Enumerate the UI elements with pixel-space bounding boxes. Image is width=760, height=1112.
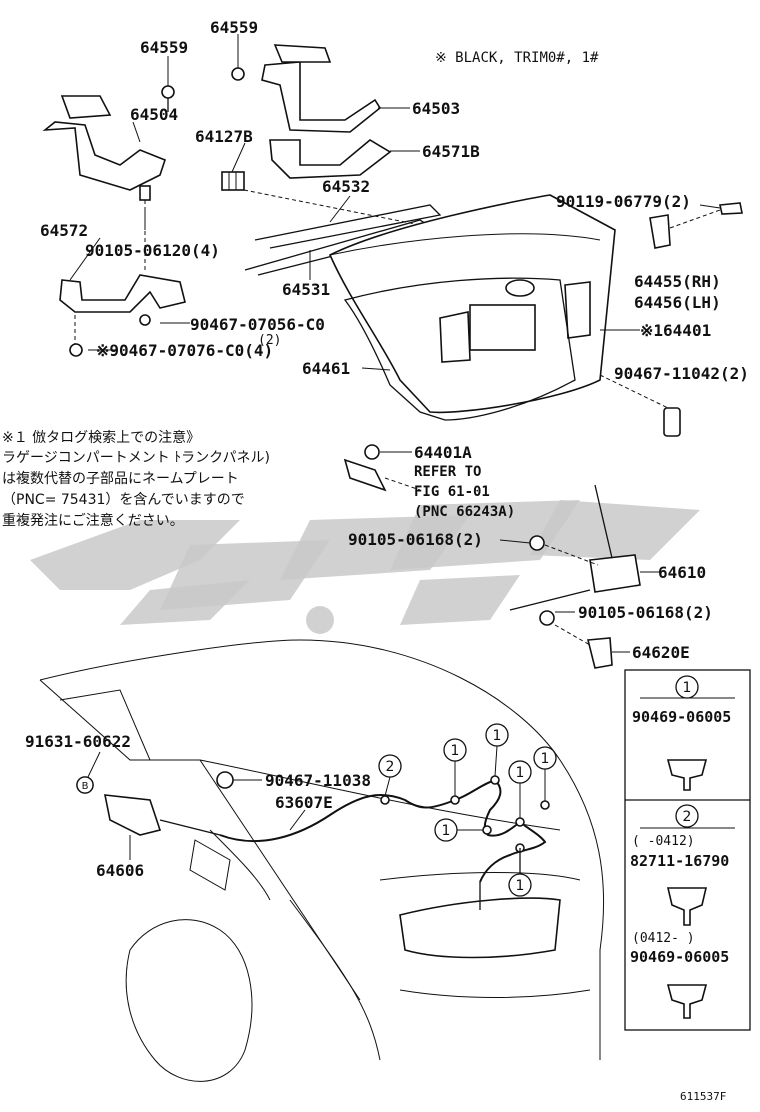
callout-circle-b bbox=[76, 776, 94, 794]
jp-note-line4: （PNC= 75431）を含んでいますので bbox=[2, 492, 245, 508]
label-90105-06168-lower: 90105-06168(2) bbox=[578, 603, 713, 622]
harness-callouts: 2 1 1 1 1 1 1 B bbox=[76, 723, 557, 897]
jp-note-line2: ラゲージコンパートメント ﾄランクパネル) bbox=[2, 450, 270, 466]
callout-1e-text: 1 bbox=[442, 823, 451, 839]
weatherstrip-64461 bbox=[343, 277, 576, 421]
label-64571B: 64571B bbox=[422, 142, 480, 161]
callout-1c-text: 1 bbox=[516, 765, 525, 781]
label-64456: 64456(LH) bbox=[634, 293, 721, 312]
label-90105-06168-upper: 90105-06168(2) bbox=[348, 530, 483, 549]
label-90467-07076: ※90467-07076-C0(4) bbox=[96, 341, 273, 360]
legend-2-range2: (0412- ) bbox=[632, 931, 695, 946]
label-91631-60622: 91631-60622 bbox=[25, 732, 131, 751]
label-90467-07056-qty: (2) bbox=[258, 333, 281, 348]
jp-note-line3: は複数代替の子部品にネームプレート bbox=[2, 470, 239, 487]
note-black-trim: ※ BLACK, TRIM0#, 1# bbox=[435, 50, 599, 66]
callout-1d-text: 1 bbox=[541, 751, 550, 767]
jp-note-line1: ※１ 倣タログ検索上での注意》 bbox=[2, 429, 200, 446]
leader-lines bbox=[69, 34, 721, 860]
bumper-90467-11042 bbox=[599, 374, 681, 437]
legend-1-text: 1 bbox=[683, 680, 692, 696]
clip-64127B bbox=[221, 171, 245, 191]
cover-64620E bbox=[554, 624, 613, 669]
label-64455: 64455(RH) bbox=[634, 272, 721, 291]
label-64606: 64606 bbox=[96, 861, 144, 880]
legend-1-part: 90469-06005 bbox=[632, 708, 731, 726]
callout-1b-text: 1 bbox=[493, 728, 502, 744]
trunk-lid-64401 bbox=[328, 194, 616, 414]
label-64532: 64532 bbox=[322, 177, 370, 196]
callout-b-text: B bbox=[82, 781, 89, 792]
refer-to-line3: (PNC 66243A) bbox=[414, 504, 515, 520]
label-64572: 64572 bbox=[40, 221, 88, 240]
emblem-64401A bbox=[343, 444, 421, 492]
callout-circle-1f bbox=[508, 873, 532, 897]
label-90467-07056: 90467-07056-C0 bbox=[190, 315, 325, 334]
label-64504: 64504 bbox=[130, 105, 178, 124]
label-90119-06779: 90119-06779(2) bbox=[556, 192, 691, 211]
label-64401A: 64401A bbox=[414, 443, 472, 462]
label-64559-left: 64559 bbox=[140, 38, 188, 57]
legend-2-text: 2 bbox=[683, 809, 692, 825]
lock-64610 bbox=[509, 484, 641, 626]
label-64401: ※164401 bbox=[640, 321, 711, 340]
label-64610: 64610 bbox=[658, 563, 706, 582]
label-64503: 64503 bbox=[412, 99, 460, 118]
label-90467-11038: 90467-11038 bbox=[265, 771, 371, 790]
callout-2-text: 2 bbox=[386, 759, 395, 775]
refer-to-line1: REFER TO bbox=[414, 464, 481, 480]
legend-2-part1: 82711-16790 bbox=[630, 852, 729, 870]
clip-icon bbox=[666, 759, 708, 791]
hinge-64571B bbox=[269, 139, 392, 179]
bracket-64572 bbox=[59, 210, 186, 357]
clip-icon bbox=[666, 887, 708, 926]
clip-legend-box: 1 2 bbox=[624, 669, 751, 1031]
jp-note-line5: 重複発注にご注意ください。 bbox=[2, 512, 184, 529]
refer-to-line2: FIG 61-01 bbox=[414, 484, 490, 500]
label-64127B: 64127B bbox=[195, 127, 253, 146]
figure-ref-code: 611537F bbox=[680, 1090, 726, 1103]
legend-2-part2: 90469-06005 bbox=[630, 948, 729, 966]
legend-2-range1: ( -0412) bbox=[632, 834, 695, 849]
clip-icon bbox=[666, 984, 708, 1019]
label-64620E: 64620E bbox=[632, 643, 690, 662]
cushion-64455 bbox=[649, 202, 743, 249]
hinge-64503 bbox=[231, 44, 382, 133]
callout-1a-text: 1 bbox=[451, 743, 460, 759]
japanese-note: ※１ 倣タログ検索上での注意》 ラゲージコンパートメント ﾄランクパネル) は複… bbox=[2, 429, 270, 529]
label-90467-11042: 90467-11042(2) bbox=[614, 364, 749, 383]
watermark-logo bbox=[30, 500, 700, 634]
label-63607E: 63607E bbox=[275, 793, 333, 812]
hinge-64504 bbox=[42, 95, 166, 230]
label-64461: 64461 bbox=[302, 359, 350, 378]
callout-1f-text: 1 bbox=[516, 878, 525, 894]
legend-circle-2 bbox=[675, 804, 699, 828]
opener-64606 bbox=[76, 776, 221, 836]
wire-harness-63607E bbox=[216, 771, 550, 910]
label-90105-06120: 90105-06120(4) bbox=[85, 241, 220, 260]
label-64559-right: 64559 bbox=[210, 18, 258, 37]
car-body-rear bbox=[39, 639, 605, 1082]
label-64531: 64531 bbox=[282, 280, 330, 299]
part-labels: ※ BLACK, TRIM0#, 1# 64559 64559 64504 64… bbox=[25, 18, 749, 1103]
legend-circle-1 bbox=[675, 675, 699, 699]
